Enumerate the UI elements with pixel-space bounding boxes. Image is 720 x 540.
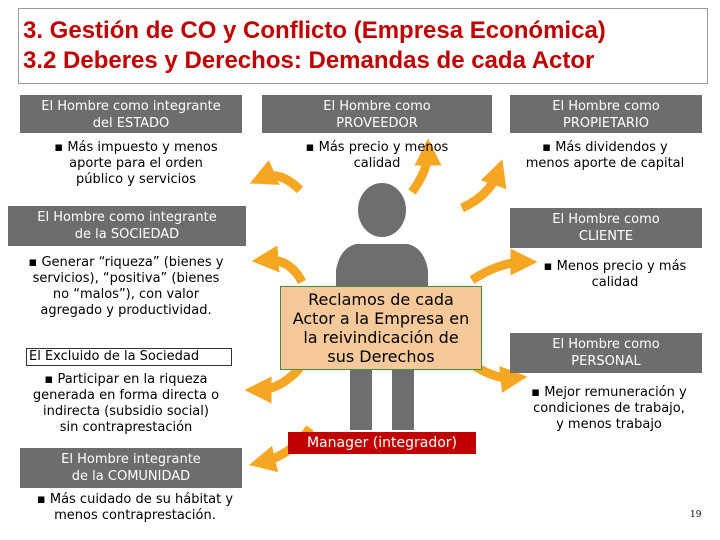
desc-cliente: ▪ Menos precio y más calidad xyxy=(520,259,710,291)
desc-excluido-line2: generada en forma directa o xyxy=(32,388,220,403)
desc-sociedad-line4: agregado y productividad. xyxy=(40,303,212,318)
header-estado-line1: El Hombre como integrante xyxy=(41,99,221,114)
desc-sociedad: ▪ Generar “riqueza” (bienes y servicios)… xyxy=(4,255,248,319)
header-estado: El Hombre como integrante del ESTADO xyxy=(20,95,242,133)
header-sociedad-line1: El Hombre como integrante xyxy=(37,210,217,225)
desc-propietario: ▪ Más dividendos y menos aporte de capit… xyxy=(500,140,710,172)
header-propietario-line2: PROPIETARIO xyxy=(563,116,649,131)
header-comunidad: El Hombre integrante de la COMUNIDAD xyxy=(20,448,242,488)
arrow-proveedor xyxy=(408,138,442,195)
header-personal-line1: El Hombre como xyxy=(552,337,660,352)
desc-proveedor-line1: ▪ Más precio y menos xyxy=(305,140,449,155)
desc-personal-line2: condiciones de trabajo, xyxy=(533,401,685,416)
arrow-propietario xyxy=(460,159,507,213)
header-propietario: El Hombre como PROPIETARIO xyxy=(510,95,702,133)
header-sociedad: El Hombre como integrante de la SOCIEDAD xyxy=(8,206,246,246)
arrow-excluido xyxy=(244,364,304,404)
desc-propietario-line1: ▪ Más dividendos y xyxy=(542,140,668,155)
desc-excluido-line3: indirecta (subsidio social) xyxy=(43,404,209,419)
desc-comunidad: ▪ Más cuidado de su hábitat y menos cont… xyxy=(10,492,260,524)
desc-personal-line3: y menos trabajo xyxy=(556,417,662,432)
header-propietario-line1: El Hombre como xyxy=(552,99,660,114)
desc-propietario-line2: menos aporte de capital xyxy=(525,156,685,171)
person-head xyxy=(358,183,406,237)
header-sociedad-line2: de la SOCIEDAD xyxy=(74,227,180,242)
desc-cliente-line2: calidad xyxy=(591,275,639,290)
desc-proveedor: ▪ Más precio y menos calidad xyxy=(262,140,492,172)
title-line-1: 3. Gestión de CO y Conflicto (Empresa Ec… xyxy=(23,17,606,44)
arrow-sociedad xyxy=(251,245,307,285)
label-excluido: El Excluido de la Sociedad xyxy=(26,348,232,366)
desc-excluido: ▪ Participar en la riqueza generada en f… xyxy=(4,372,248,436)
desc-sociedad-line3: no “malos”), con valor xyxy=(52,287,200,302)
manager-label: Manager (integrador) xyxy=(288,432,476,454)
header-personal: El Hombre como PERSONAL xyxy=(510,333,702,373)
center-line1: Reclamos de cada xyxy=(308,290,454,309)
header-comunidad-line2: de la COMUNIDAD xyxy=(71,469,191,484)
header-estado-line2: del ESTADO xyxy=(92,116,170,131)
header-cliente-line2: CLIENTE xyxy=(578,229,634,244)
desc-personal-line1: ▪ Mejor remuneración y xyxy=(531,385,687,400)
header-comunidad-line1: El Hombre integrante xyxy=(61,452,201,467)
desc-sociedad-line1: ▪ Generar “riqueza” (bienes y xyxy=(28,255,224,270)
header-proveedor: El Hombre como PROVEEDOR xyxy=(262,95,492,133)
desc-excluido-line4: sin contraprestación xyxy=(59,420,193,435)
arrow-cliente xyxy=(469,248,538,284)
header-proveedor-line1: El Hombre como xyxy=(323,99,431,114)
arrow-estado xyxy=(249,160,304,194)
desc-personal: ▪ Mejor remuneración y condiciones de tr… xyxy=(508,385,710,433)
title-line-2: 3.2 Deberes y Derechos: Demandas de cada… xyxy=(23,47,595,74)
desc-estado: ▪ Más impuesto y menos aporte para el or… xyxy=(20,140,252,188)
page-number: 19 xyxy=(690,510,702,520)
center-line4: sus Derechos xyxy=(327,347,435,366)
desc-comunidad-line1: ▪ Más cuidado de su hábitat y xyxy=(36,492,234,507)
header-personal-line2: PERSONAL xyxy=(571,354,641,369)
center-line3: la reivindicación de xyxy=(303,328,459,347)
desc-comunidad-line2: menos contraprestación. xyxy=(54,508,216,523)
desc-cliente-line1: ▪ Menos precio y más xyxy=(543,259,687,274)
desc-sociedad-line2: servicios), “positiva” (bienes xyxy=(32,271,220,286)
header-cliente-line1: El Hombre como xyxy=(552,212,660,227)
header-proveedor-line2: PROVEEDOR xyxy=(336,116,418,131)
desc-estado-line3: público y servicios xyxy=(76,172,196,187)
title-box: 3. Gestión de CO y Conflicto (Empresa Ec… xyxy=(18,8,708,84)
desc-estado-line2: aporte para el orden xyxy=(69,156,203,171)
desc-excluido-line1: ▪ Participar en la riqueza xyxy=(44,372,208,387)
center-line2: Actor a la Empresa en xyxy=(292,309,470,328)
desc-proveedor-line2: calidad xyxy=(353,156,401,171)
desc-estado-line1: ▪ Más impuesto y menos xyxy=(54,140,218,155)
header-cliente: El Hombre como CLIENTE xyxy=(510,208,702,248)
center-claims-box: Reclamos de cada Actor a la Empresa en l… xyxy=(280,286,482,370)
